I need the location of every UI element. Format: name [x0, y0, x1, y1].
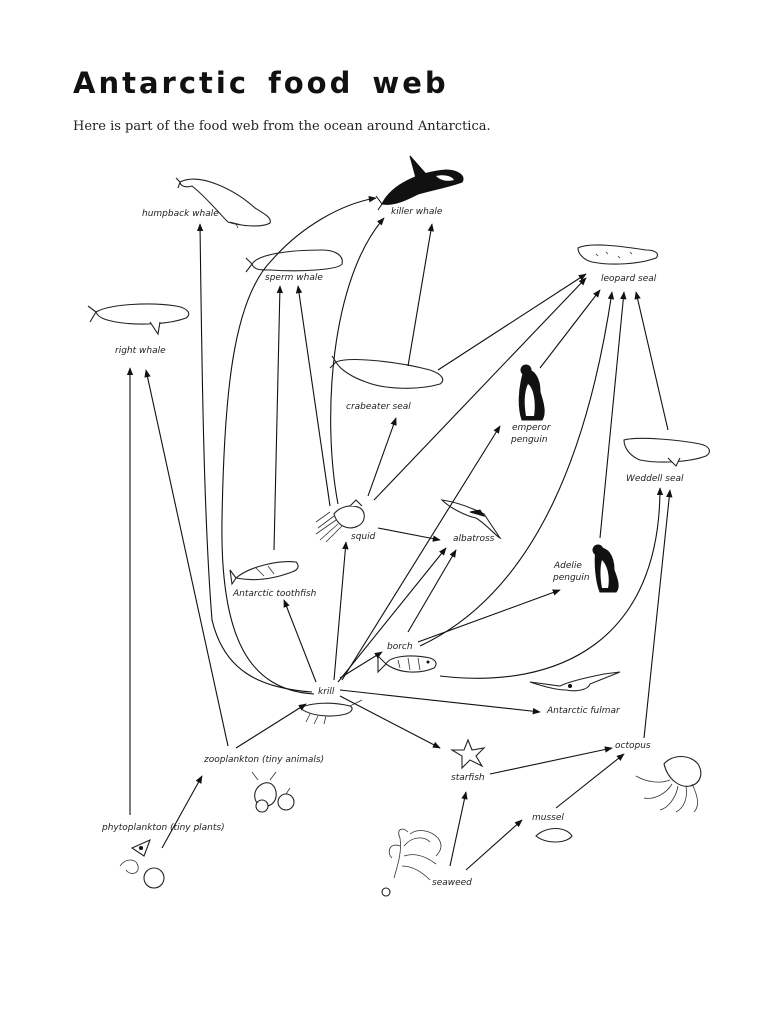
- arrow-borch-to-weddell-seal: [439, 487, 664, 679]
- antarctic-fulmar-icon: [529, 671, 621, 692]
- arrow-squid-to-leopard-seal: [373, 277, 587, 501]
- label-phytoplankton: phytoplankton (tiny plants): [101, 823, 225, 833]
- label-mussel: mussel: [532, 813, 564, 823]
- label-emperor-penguin-line2: penguin: [510, 435, 548, 445]
- label-antarctic-fulmar: Antarctic fulmar: [546, 706, 621, 716]
- arrow-squid-to-killer-whale: [330, 217, 385, 505]
- right-whale-icon: [87, 303, 190, 336]
- label-antarctic-toothfish: Antarctic toothfish: [232, 589, 317, 599]
- adelie-penguin-icon: [592, 544, 619, 593]
- intro-text: Here is part of the food web from the oc…: [73, 119, 491, 134]
- arrow-starfish-to-octopus: [489, 746, 613, 775]
- arrow-borch-to-leopard-seal: [419, 291, 615, 647]
- label-crabeater-seal: crabeater seal: [346, 402, 411, 412]
- page-title: Antarctic food web: [73, 66, 449, 100]
- octopus-icon: [635, 755, 702, 813]
- arrow-seaweed-to-mussel: [465, 819, 523, 871]
- arrow-squid-to-albatross: [377, 527, 441, 542]
- label-starfish: starfish: [451, 773, 485, 783]
- weddell-seal-icon: [623, 437, 710, 467]
- arrow-krill-to-humpback-whale: [196, 223, 313, 693]
- arrow-krill-to-emperor-penguin: [341, 425, 501, 681]
- seaweed-icon: [381, 828, 442, 897]
- arrow-krill-to-albatross: [337, 547, 447, 683]
- label-adelie-penguin-line2: penguin: [552, 573, 590, 583]
- starfish-icon: [450, 738, 486, 770]
- arrow-krill-to-borch: [339, 651, 383, 679]
- arrow-emperor-penguin-to-leopard-seal: [539, 289, 601, 369]
- killer-whale-icon: [375, 155, 464, 211]
- squid-icon: [315, 499, 365, 543]
- arrow-squid-to-crabeater-seal: [367, 417, 397, 497]
- leopard-seal-icon: [577, 244, 659, 265]
- label-seaweed: seaweed: [432, 878, 472, 888]
- arrow-octopus-to-weddell-seal: [643, 489, 673, 739]
- label-right-whale: right whale: [115, 346, 166, 356]
- food-web-arrows: [126, 196, 673, 871]
- label-albatross: albatross: [453, 534, 495, 544]
- label-humpback-whale: humpback whale: [142, 209, 219, 219]
- arrow-weddell-seal-to-leopard-seal: [634, 291, 669, 431]
- arrow-squid-to-sperm-whale: [295, 285, 331, 507]
- label-borch: borch: [387, 642, 413, 652]
- label-krill: krill: [318, 687, 335, 697]
- label-sperm-whale: sperm whale: [265, 273, 323, 283]
- organism-labels: humpback whale killer whale sperm whale …: [101, 207, 684, 888]
- label-killer-whale: killer whale: [391, 207, 443, 217]
- phytoplankton-icon: [119, 838, 165, 889]
- arrow-mussel-to-octopus: [555, 753, 625, 809]
- borch-icon: [377, 654, 437, 674]
- humpback-whale-icon: [175, 177, 271, 229]
- arrow-borch-to-adelie: [417, 589, 561, 643]
- arrow-zooplankton-to-right-whale: [144, 369, 229, 747]
- crabeater-seal-icon: [329, 355, 444, 389]
- arrow-borch-to-albatross: [407, 549, 457, 633]
- arrow-zooplankton-to-krill: [235, 703, 307, 749]
- krill-icon: [298, 699, 363, 725]
- arrow-crabeater-seal-to-killer-whale: [407, 223, 434, 367]
- label-emperor-penguin-line1: emperor: [512, 423, 552, 433]
- arrow-krill-to-squid: [333, 541, 349, 681]
- label-octopus: octopus: [615, 741, 651, 751]
- arrow-toothfish-to-sperm-whale: [273, 285, 284, 551]
- label-weddell-seal: Weddell seal: [626, 474, 684, 484]
- mussel-icon: [535, 827, 573, 843]
- albatross-icon: [440, 499, 502, 540]
- label-zooplankton: zooplankton (tiny animals): [203, 755, 324, 765]
- arrow-crabeater-seal-to-leopard-seal: [437, 273, 587, 371]
- antarctic-toothfish-icon: [229, 561, 299, 586]
- label-leopard-seal: leopard seal: [601, 274, 657, 284]
- arrow-phytoplankton-to-zooplankton: [161, 775, 203, 849]
- sperm-whale-icon: [245, 249, 343, 273]
- arrow-krill-to-toothfish: [283, 599, 317, 683]
- arrow-krill-to-killer-whale: [221, 196, 377, 695]
- zooplankton-icon: [251, 771, 295, 813]
- arrow-seaweed-to-starfish: [449, 791, 468, 867]
- arrow-adelie-to-leopard-seal: [599, 291, 627, 539]
- arrow-krill-to-fulmar: [339, 689, 541, 715]
- emperor-penguin-icon: [518, 364, 545, 421]
- label-squid: squid: [351, 532, 376, 542]
- arrow-krill-to-starfish: [339, 695, 441, 749]
- label-adelie-penguin-line1: Adelie: [553, 561, 582, 571]
